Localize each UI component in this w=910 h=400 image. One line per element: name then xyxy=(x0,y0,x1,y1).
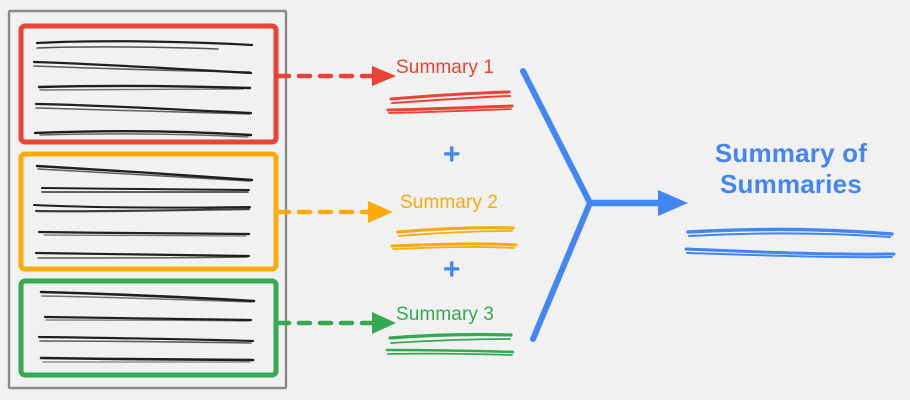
summary-3-underlines xyxy=(385,332,515,356)
summary-2-underlines xyxy=(390,226,518,250)
plus-operator-1: + xyxy=(443,138,461,171)
section-2-text-lines xyxy=(33,164,254,259)
final-output-line-2: Summaries xyxy=(720,168,862,199)
merge-arrow xyxy=(520,68,688,342)
section-3-text-lines xyxy=(37,290,256,363)
document-section-2 xyxy=(18,151,279,272)
arrow-section-1-to-summary-1 xyxy=(275,66,396,86)
section-1-text-lines xyxy=(32,40,254,138)
summary-1-label: Summary 1 xyxy=(396,57,495,78)
document-section-1 xyxy=(18,23,279,145)
document-outline xyxy=(7,9,288,390)
final-output-line-1: Summary of xyxy=(714,138,868,168)
section-1-border xyxy=(18,23,279,145)
arrow-section-3-to-summary-3 xyxy=(275,312,396,334)
summary-2-label: Summary 2 xyxy=(400,192,499,213)
final-output-label: Summary of Summaries xyxy=(697,138,885,199)
plus-operator-2: + xyxy=(443,253,461,286)
summary-3-label: Summary 3 xyxy=(396,304,495,325)
summary-1-underlines xyxy=(386,90,514,114)
final-underlines xyxy=(684,227,896,259)
document-section-3 xyxy=(18,278,279,378)
section-3-border xyxy=(18,278,279,378)
arrow-section-2-to-summary-2 xyxy=(275,201,393,223)
